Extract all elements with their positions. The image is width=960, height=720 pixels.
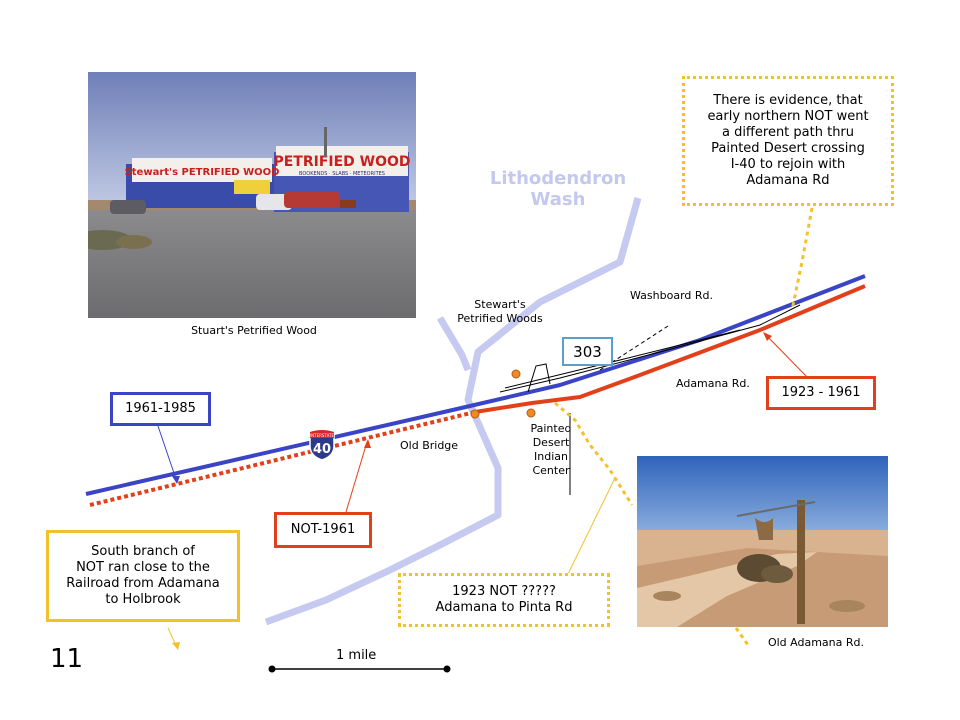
stewarts-label-line-1: Stewart's [474, 298, 526, 311]
stewarts-label: Stewart's Petrified Woods [448, 298, 552, 326]
stewarts-label-line-2: Petrified Woods [457, 312, 543, 325]
south-branch-line-2: NOT ran close to the [76, 560, 210, 575]
arrowhead-red-2 [364, 439, 371, 448]
not-1923-note-box: 1923 NOT ????? Adamana to Pinta Rd [398, 573, 610, 627]
shield-number: 40 [313, 442, 331, 457]
exit-ramp [527, 363, 551, 393]
pointer-1923-1961 [764, 333, 809, 379]
not-yellow-south-2 [734, 627, 750, 646]
south-branch-line-1: South branch of [91, 544, 195, 559]
painted-desert-line-4: Center [532, 464, 570, 477]
scale-bar-end-left [268, 665, 276, 673]
photo-sign-right: PETRIFIED WOOD [273, 154, 410, 170]
box-1923-1961: 1923 - 1961 [766, 376, 876, 410]
evidence-note-box: There is evidence, that early northern N… [682, 76, 894, 206]
stuarts-petrified-wood-photo: Stewart's PETRIFIED WOOD PETRIFIED WOOD … [88, 72, 416, 318]
evidence-line-3: a different path thru [721, 125, 855, 140]
adamana-photo-caption: Old Adamana Rd. [767, 636, 865, 649]
not-yellow-north [790, 207, 814, 311]
box-not-1961: NOT-1961 [274, 512, 372, 548]
pointer-not1961 [345, 441, 368, 513]
not-yellow-south [554, 401, 634, 506]
interstate-40-shield-icon: INTERSTATE 40 [309, 429, 335, 461]
route66-solid [474, 284, 866, 414]
old-adamana-rd-photo [637, 456, 888, 627]
not-1923-line-2: Adamana to Pinta Rd [435, 600, 573, 615]
lithodendron-wash-label: Lithodendron Wash [476, 168, 640, 210]
old-bridge-dot [470, 409, 480, 419]
painted-desert-label: Painted Desert Indian Center [521, 422, 581, 478]
arrowhead-yellow [172, 642, 180, 650]
photo-sign-left: Stewart's PETRIFIED WOOD [125, 167, 280, 178]
wash-branch [436, 316, 472, 372]
lithodendron-wash [264, 197, 642, 626]
adamana-photo-art [637, 456, 888, 627]
frontage-road-2 [504, 329, 741, 389]
adamana-rd-label: Adamana Rd. [676, 377, 750, 390]
indian-center-dot [526, 408, 536, 418]
i40-line [85, 274, 866, 496]
washboard-rd-label: Washboard Rd. [630, 289, 713, 302]
frontage-road [499, 304, 801, 393]
evidence-line-5: I-40 to rejoin with [730, 157, 846, 172]
pointer-not1923 [567, 477, 616, 575]
scale-label: 1 mile [336, 648, 377, 663]
arrowhead-red [763, 332, 772, 341]
not-1923-line-1: 1923 NOT ????? [452, 584, 556, 599]
evidence-line-2: early northern NOT went [707, 109, 869, 124]
old-bridge-label: Old Bridge [400, 439, 459, 452]
stuarts-photo-caption: Stuart's Petrified Wood [191, 324, 317, 337]
south-branch-line-3: Railroad from Adamana [66, 576, 220, 591]
box-1961-1985: 1961-1985 [110, 392, 211, 426]
photo-sign-right-sub: BOOKENDS · SLABS · METEORITES [299, 171, 385, 177]
stewarts-dot [511, 369, 521, 379]
stuarts-photo-art: Stewart's PETRIFIED WOOD PETRIFIED WOOD … [88, 72, 416, 318]
evidence-line-1: There is evidence, that [713, 93, 863, 108]
painted-desert-line-1: Painted [530, 422, 572, 435]
route66-dotted [89, 410, 476, 507]
shield-top-text: INTERSTATE [310, 433, 334, 438]
painted-desert-line-2: Desert [532, 436, 570, 449]
scale-bar-end-right [443, 665, 451, 673]
arrowhead-blue [172, 476, 180, 484]
wash-label-line-1: Lithodendron [489, 168, 627, 189]
evidence-line-4: Painted Desert crossing [711, 141, 865, 156]
wash-label-line-2: Wash [530, 189, 586, 210]
south-branch-note-box: South branch of NOT ran close to the Rai… [46, 530, 240, 622]
pointer-1961-1985 [157, 425, 178, 483]
evidence-line-6: Adamana Rd [746, 173, 830, 188]
page-number: 11 [50, 644, 84, 674]
exit-303-box: 303 [562, 337, 613, 366]
south-branch-line-4: to Holbrook [105, 592, 181, 607]
painted-desert-line-3: Indian [534, 450, 568, 463]
